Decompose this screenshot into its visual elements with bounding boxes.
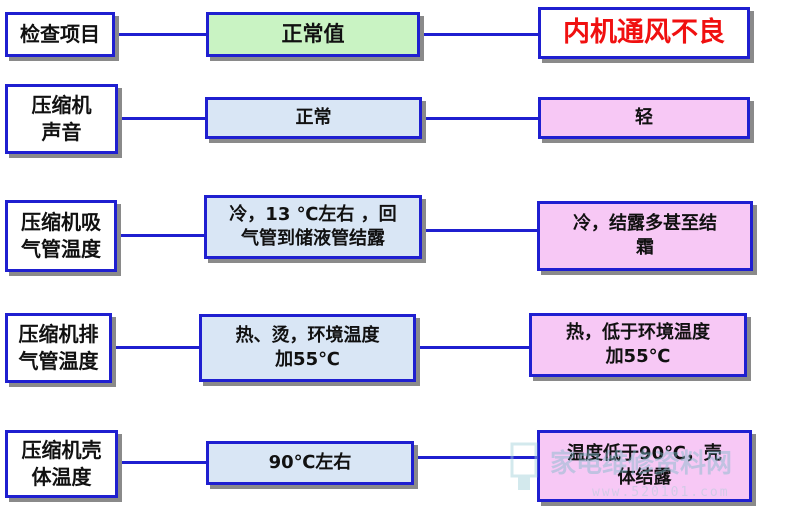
header-check-item: 检查项目 bbox=[5, 12, 115, 57]
connector-line bbox=[110, 346, 201, 349]
fault-discharge-pipe-temp: 热，低于环境温度 加55℃ bbox=[529, 313, 747, 377]
normal-shell-temp: 90℃左右 bbox=[206, 441, 414, 485]
fault-suction-pipe-temp: 冷，结露多甚至结 霜 bbox=[537, 201, 753, 271]
label-suction-pipe-temp: 压缩机吸 气管温度 bbox=[5, 200, 117, 272]
connector-line bbox=[420, 229, 539, 232]
connector-line bbox=[412, 456, 539, 459]
connector-line bbox=[414, 346, 531, 349]
label-discharge-pipe-temp: 压缩机排 气管温度 bbox=[5, 313, 112, 383]
fault-compressor-sound: 轻 bbox=[538, 97, 750, 139]
header-fault-title: 内机通风不良 bbox=[538, 7, 750, 59]
normal-suction-pipe-temp: 冷，13 ℃左右 ，回 气管到储液管结露 bbox=[204, 195, 422, 259]
connector-line bbox=[113, 33, 208, 36]
connector-line bbox=[116, 461, 208, 464]
connector-line bbox=[116, 117, 207, 120]
connector-line bbox=[115, 234, 206, 237]
normal-discharge-pipe-temp: 热、烫，环境温度 加55℃ bbox=[199, 314, 416, 382]
normal-compressor-sound: 正常 bbox=[205, 97, 422, 139]
connector-line bbox=[420, 117, 540, 120]
fault-shell-temp: 温度低于90℃，壳 体结露 bbox=[537, 430, 752, 502]
header-normal-value: 正常值 bbox=[206, 12, 420, 57]
connector-line bbox=[418, 33, 540, 36]
label-compressor-sound: 压缩机 声音 bbox=[5, 84, 118, 154]
label-shell-temp: 压缩机壳 体温度 bbox=[5, 430, 118, 498]
